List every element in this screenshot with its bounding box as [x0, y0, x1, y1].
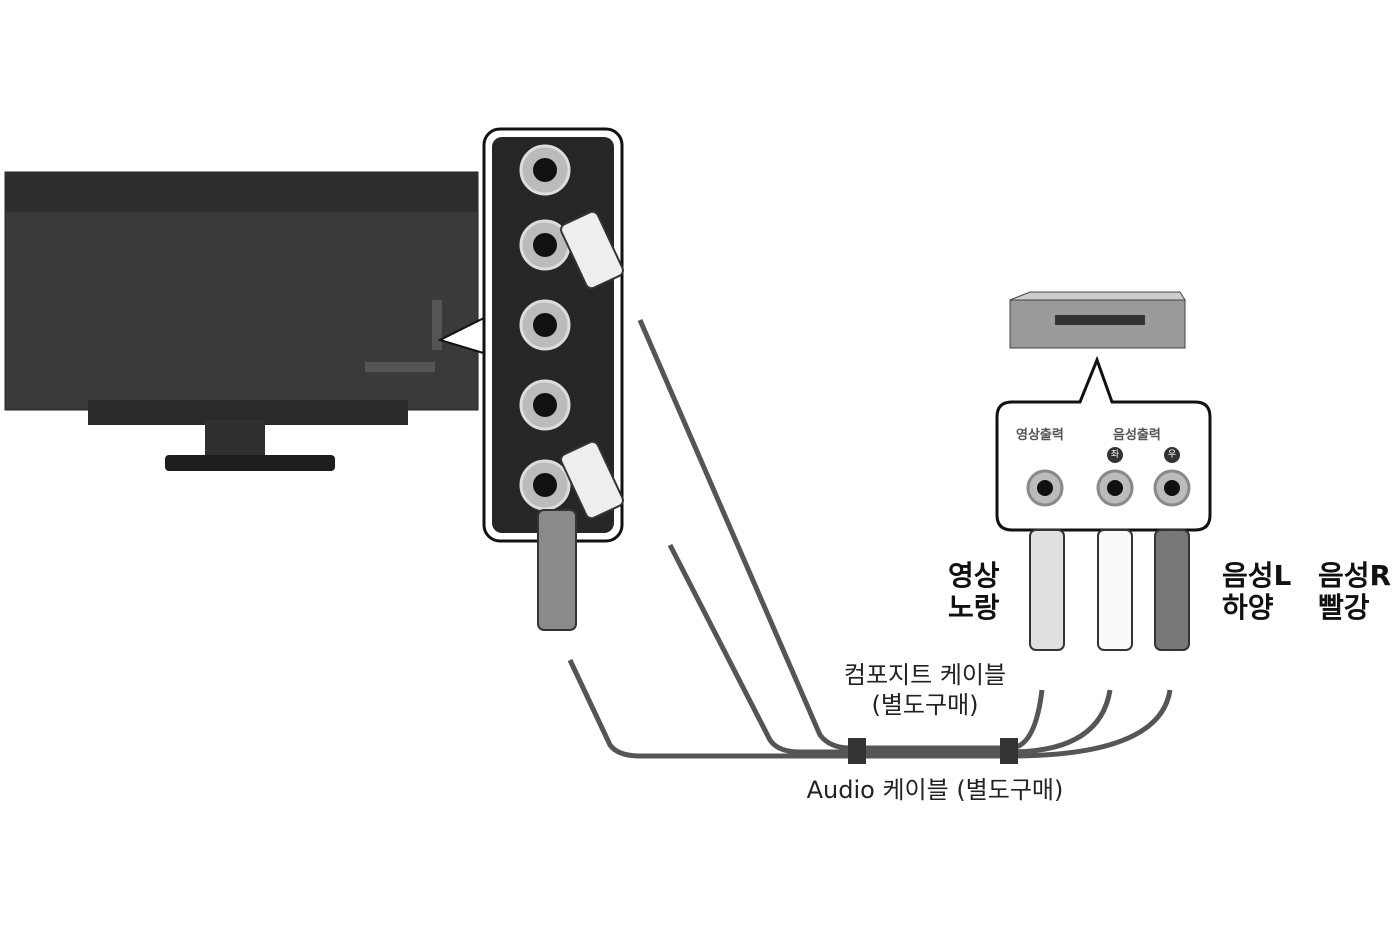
audio-cable-caption: Audio 케이블 (별도구매) [806, 776, 1064, 804]
tv-plugs [537, 210, 624, 631]
cables [567, 319, 1173, 764]
audio-right-color: 빨강 [1318, 591, 1370, 624]
vcr-device [1009, 291, 1186, 349]
composite-cable-name: 컴포지트 케이블 [843, 661, 1007, 689]
video-label: 영상 [948, 559, 1000, 592]
audio-left-color: 하양 [1222, 591, 1274, 624]
vcr-plugs [1029, 529, 1190, 651]
audio-left-plug-label: 음성L 하양 [1222, 560, 1291, 624]
left-badge: 좌 [1107, 447, 1123, 463]
right-badge: 우 [1164, 447, 1180, 463]
audio-left-label: 음성L [1222, 559, 1292, 592]
composite-cable-note: (별도구매) [871, 691, 979, 719]
composite-cable-caption: 컴포지트 케이블 (별도구매) [820, 660, 1030, 720]
video-plug-label: 영상 노랑 [948, 560, 1000, 624]
vcr-jack-callout [995, 355, 1212, 532]
video-color: 노랑 [948, 591, 1000, 624]
audio-right-plug-label: 음성R 빨강 [1318, 560, 1391, 624]
audio-right-label: 음성R [1318, 559, 1392, 592]
tv-rear [4, 171, 491, 471]
audio-out-label: 음성출력 [1113, 428, 1161, 443]
video-out-label: 영상출력 [1016, 428, 1064, 443]
